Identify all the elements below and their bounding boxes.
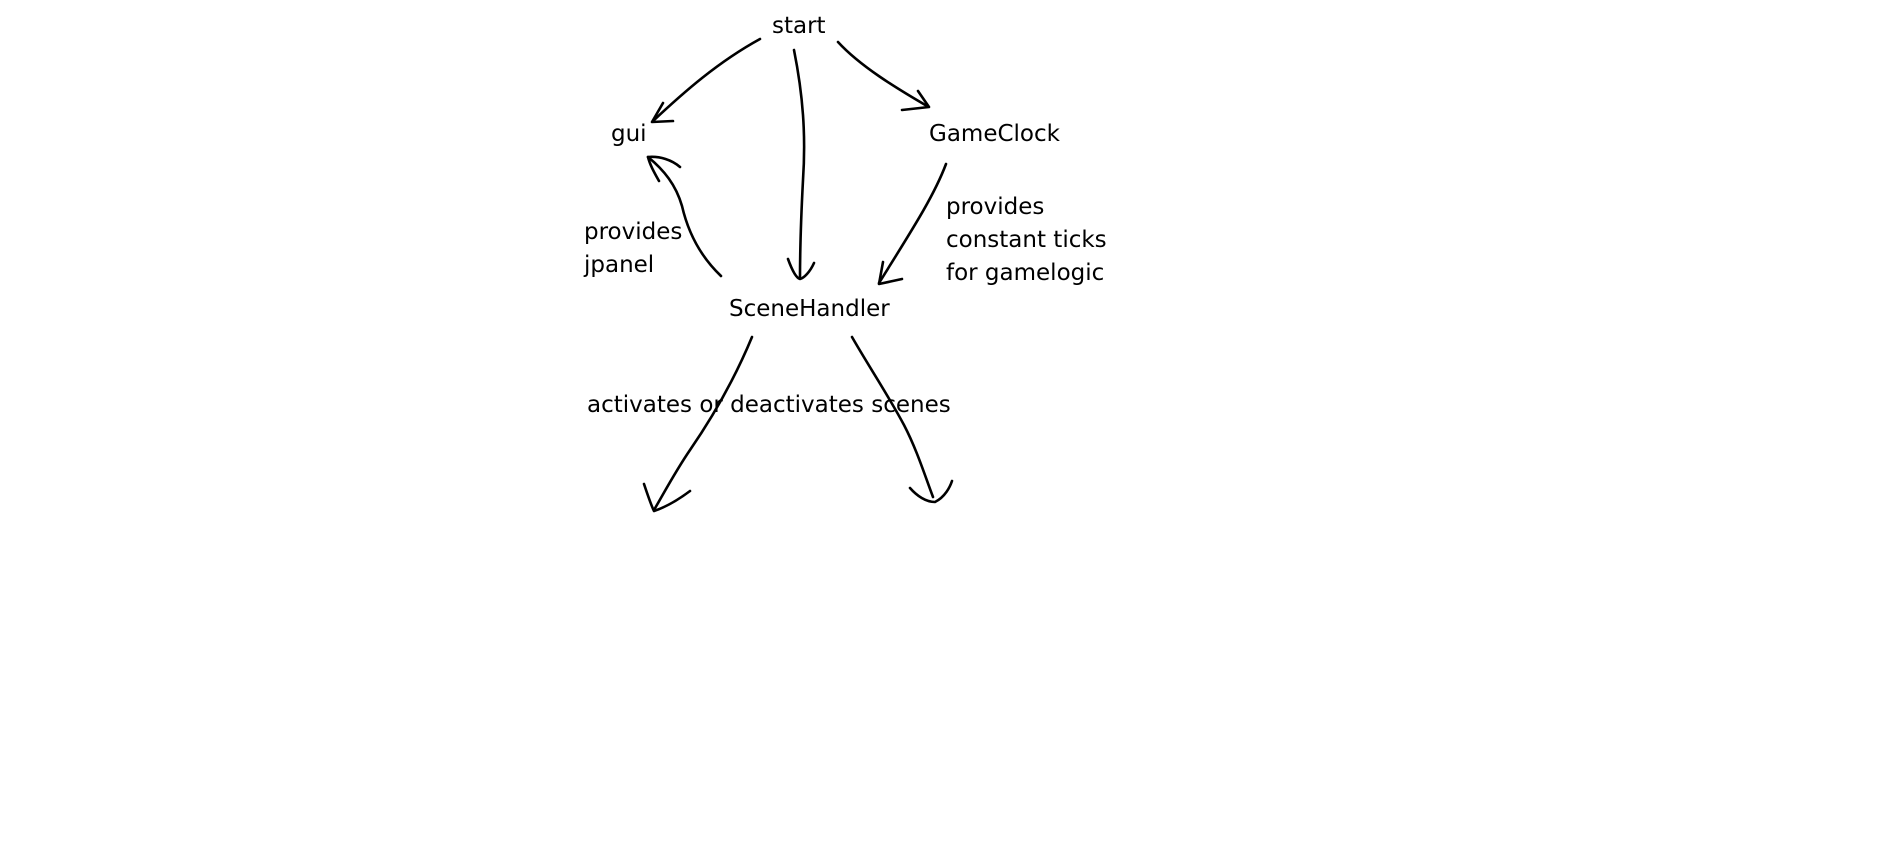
annotation-line: constant ticks — [946, 227, 1107, 253]
arrow-gameclock-to-scenehandler — [877, 162, 948, 286]
arrow-start-to-gameclock-shaft — [836, 40, 929, 108]
arrow-start-to-scenehandler — [786, 48, 816, 281]
arrow-gameclock-to-scenehandler-head — [877, 260, 904, 286]
arrow-start-to-scenehandler-head — [786, 257, 816, 281]
node-gui-label: gui — [611, 121, 647, 147]
scene-switching-annotation: activates or deactivates scenes — [587, 392, 951, 418]
arrow-start-to-gui-head — [650, 101, 675, 124]
arrow-start-to-gui-shaft — [651, 37, 762, 123]
arrow-start-to-gui — [650, 37, 762, 124]
arrow-scenehandler-to-right-scene-shaft — [850, 335, 935, 499]
arrow-scenehandler-to-left-scene-shaft — [652, 335, 754, 512]
arrow-start-to-scenehandler-shaft — [792, 48, 806, 280]
arrow-scenehandler-to-gui — [646, 155, 723, 278]
arrow-scenehandler-to-right-scene — [850, 335, 954, 504]
arrow-scenehandler-to-left-scene — [642, 335, 754, 513]
annotation-line: for gamelogic — [946, 260, 1105, 286]
clock-provides-annotation: provides constant ticks for gamelogic — [946, 191, 1107, 290]
annotation-line: provides — [584, 219, 683, 245]
gui-provides-annotation: provides jpanel — [584, 216, 682, 282]
arrow-start-to-gameclock-head — [900, 89, 931, 112]
annotation-line: provides — [946, 194, 1045, 220]
node-start-label: start — [772, 13, 826, 39]
node-gameclock-label: GameClock — [929, 121, 1060, 147]
arrow-scenehandler-to-gui-head — [646, 155, 682, 183]
arrow-start-to-gameclock — [836, 40, 931, 112]
annotation-line: jpanel — [584, 252, 655, 278]
arrow-gameclock-to-scenehandler-shaft — [877, 162, 948, 285]
arrow-scenehandler-to-left-scene-head — [642, 482, 692, 513]
node-scenehandler-label: SceneHandler — [729, 296, 890, 322]
arrow-scenehandler-to-gui-shaft — [646, 155, 723, 278]
arrow-scenehandler-to-right-scene-head — [908, 479, 954, 504]
